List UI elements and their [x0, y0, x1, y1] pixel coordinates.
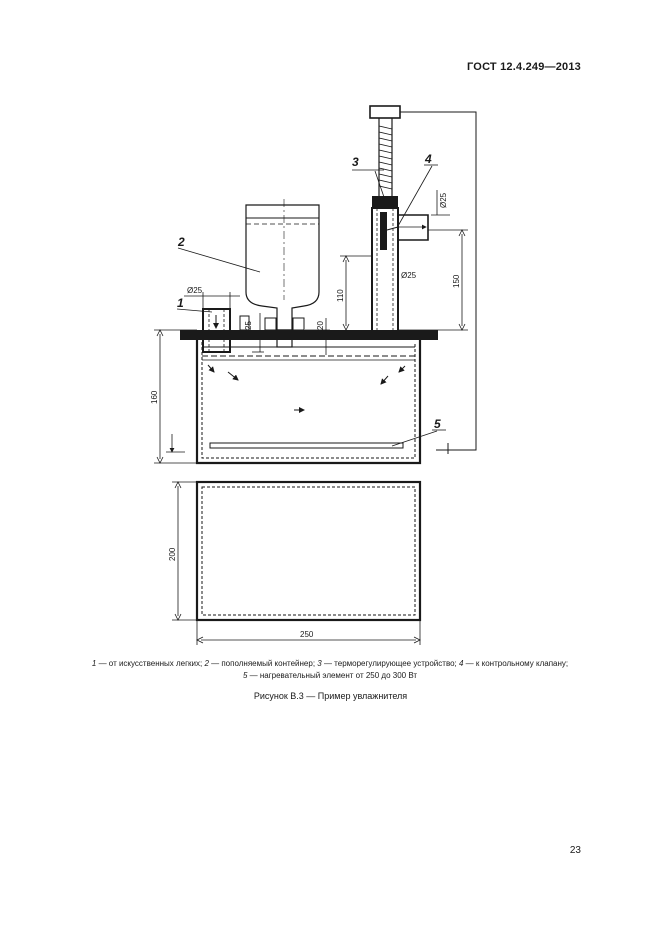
legend-num-1: 1 — [91, 659, 97, 668]
dim-tank-height: 160 — [150, 390, 159, 404]
callout-4: 4 — [424, 152, 432, 166]
dim-top-height: 150 — [452, 274, 461, 288]
tank-plan-view — [195, 480, 422, 622]
legend-text-3: — терморегулирующее устройство; — [321, 659, 459, 668]
inlet-pipe-1 — [202, 308, 250, 353]
dim-neck-height: 20 — [316, 321, 325, 330]
dimension-lines — [154, 190, 468, 645]
callout-2: 2 — [177, 235, 185, 249]
vertical-tube-4 — [371, 207, 429, 333]
legend-text-4: — к контрольному клапану; — [463, 659, 569, 668]
standard-header: ГОСТ 12.4.249—2013 — [467, 61, 581, 73]
callout-leaders — [176, 164, 446, 447]
legend-num-4: 4 — [459, 659, 464, 668]
dim-tube-diameter: Ø25 — [401, 271, 417, 280]
figure-legend: 1 — от искусственных легких; 2 — пополня… — [40, 658, 620, 682]
legend-text-5: — нагревательный элемент от 250 до 300 В… — [247, 671, 418, 680]
legend-text-2: — пополняемый контейнер; — [208, 659, 318, 668]
legend-num-2: 2 — [204, 659, 209, 668]
dim-plan-width: 250 — [300, 630, 314, 639]
page-number: 23 — [569, 845, 581, 856]
figure-caption: Рисунок В.3 — Пример увлажнителя — [253, 691, 408, 701]
callout-1: 1 — [177, 296, 184, 310]
dim-side-pipe-diameter: Ø25 — [439, 192, 448, 208]
dim-plan-depth: 200 — [168, 547, 177, 561]
callout-3: 3 — [352, 155, 359, 169]
callout-5: 5 — [434, 417, 441, 431]
legend-text-1: — от искусственных легких; — [96, 659, 205, 668]
refill-bottle-2 — [245, 199, 320, 348]
legend-num-5: 5 — [242, 671, 248, 680]
dim-pipe1-diameter: Ø25 — [187, 286, 203, 295]
legend-num-3: 3 — [317, 659, 322, 668]
dim-tube-height: 110 — [336, 289, 345, 302]
tank-cross-section — [180, 330, 438, 465]
dim-pipe1-height: 25 — [244, 321, 253, 330]
thermoregulator-3 — [369, 105, 477, 454]
